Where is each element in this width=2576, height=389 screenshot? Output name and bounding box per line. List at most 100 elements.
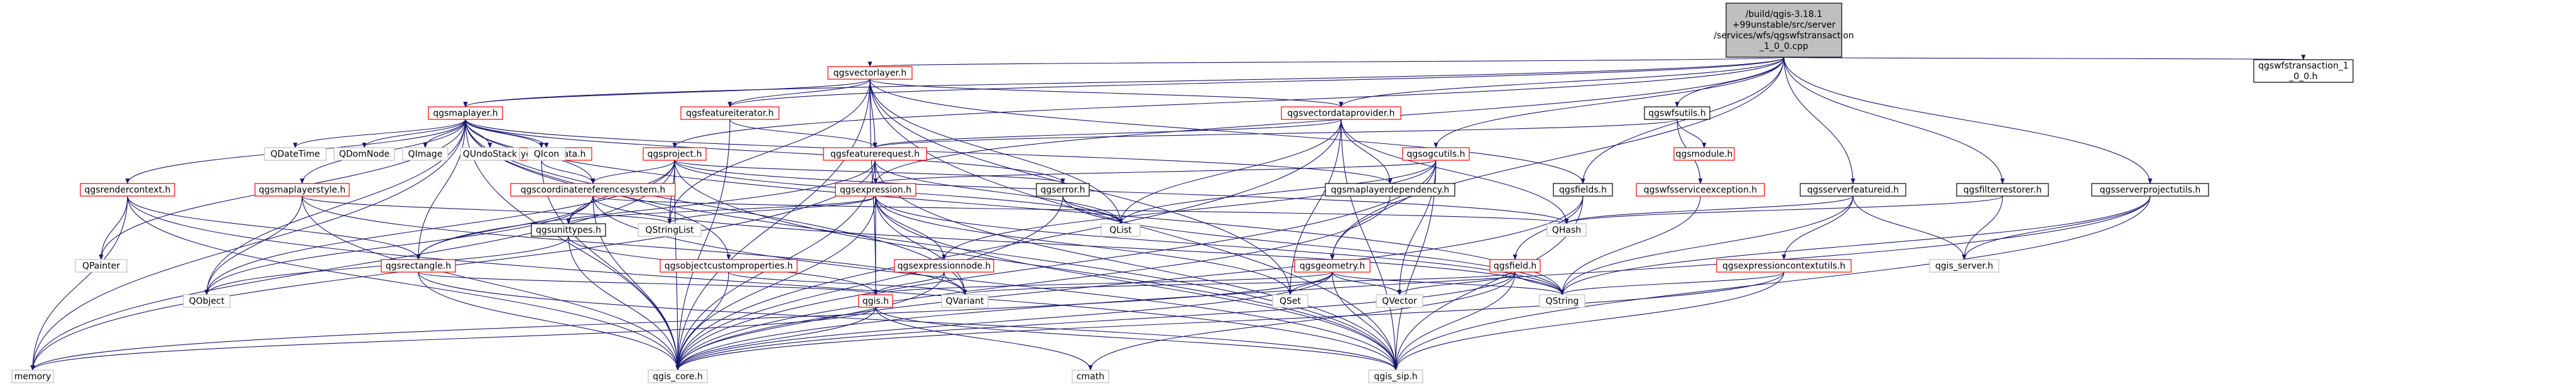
node-label: qgsfeatureiterator.h <box>686 109 774 119</box>
edge-root-to-qgsexpression <box>873 57 1785 184</box>
node-qgsproject[interactable]: qgsproject.h <box>643 147 707 161</box>
edge-root-to-qgsmaplayer <box>463 57 1785 107</box>
node-qgsfeaturerequest[interactable]: qgsfeaturerequest.h <box>823 147 927 161</box>
node-QSet[interactable]: QSet <box>1272 294 1308 308</box>
node-qgswfsutils[interactable]: qgswfsutils.h <box>1644 106 1710 120</box>
node-label: QVariant <box>946 297 984 307</box>
edge-qgsvectordataprovider-to-qgsfeaturerequest <box>872 119 1342 148</box>
node-QVariant[interactable]: QVariant <box>941 294 989 308</box>
node-qgsmaplayer[interactable]: qgsmaplayer.h <box>428 106 503 120</box>
node-qgis_server[interactable]: qgis_server.h <box>1929 259 1999 273</box>
edge-root-to-qgsfeatureiterator <box>727 57 1785 107</box>
node-label: QImage <box>408 150 443 160</box>
edge-qgsserverprojectutils-to-qgis_sip <box>1393 195 2151 371</box>
edge-root-to-qgsvectorlayer <box>869 57 1785 67</box>
node-qgsfield[interactable]: qgsfield.h <box>1489 259 1541 273</box>
node-qgsogcutils[interactable]: qgsogcutils.h <box>1402 147 1470 161</box>
edge-qgswfsutils-to-qgsfeaturerequest <box>872 119 1678 148</box>
node-label: QList <box>1109 226 1132 236</box>
node-qgsmaplayerdependency[interactable]: qgsmaplayerdependency.h <box>1325 183 1455 197</box>
node-qgsexpressionnode[interactable]: qgsexpressionnode.h <box>894 259 994 273</box>
node-qgsfields[interactable]: qgsfields.h <box>1553 183 1613 197</box>
node-label: _1_0_0.cpp <box>1759 41 1808 52</box>
node-QString[interactable]: QString <box>1539 294 1585 308</box>
node-QList[interactable]: QList <box>1101 223 1141 237</box>
node-label: qgsrendercontext.h <box>84 185 170 195</box>
node-qgis_sip[interactable]: qgis_sip.h <box>1368 370 1423 383</box>
node-qgserror[interactable]: qgserror.h <box>1036 183 1090 197</box>
edge-qgsfield-to-QVector <box>1397 271 1516 295</box>
node-cmath[interactable]: cmath <box>1072 370 1109 383</box>
edge-qgsfield-to-qgis_sip <box>1393 271 1516 371</box>
node-QImage[interactable]: QImage <box>402 147 448 161</box>
node-qgsfeatureiterator[interactable]: qgsfeatureiterator.h <box>680 106 780 120</box>
edge-qgsmaplayer-to-qgsrectangle <box>416 119 466 260</box>
node-label: qgsfields.h <box>1559 185 1607 195</box>
node-qgsfilterrestorer[interactable]: qgsfilterrestorer.h <box>1956 183 2049 197</box>
node-qgsserverfeatureid[interactable]: qgsserverfeatureid.h <box>1800 183 1906 197</box>
edge-qgscoordinatereferencesystem-to-QObject <box>204 195 594 295</box>
edge-qgserror-to-QList <box>1062 195 1123 224</box>
node-label: qgis_core.h <box>653 372 703 382</box>
node-qgsserverprojectutils[interactable]: qgsserverprojectutils.h <box>2091 183 2209 197</box>
node-qgsvectordataprovider[interactable]: qgsvectordataprovider.h <box>1281 106 1401 120</box>
edge-qgsserverprojectutils-to-qgis_core <box>675 195 2151 371</box>
node-label: qgsexpressioncontextutils.h <box>1722 261 1845 271</box>
node-QStringList[interactable]: QStringList <box>638 223 702 237</box>
node-label: qgsproject.h <box>648 150 702 160</box>
node-QDomNode[interactable]: QDomNode <box>334 147 395 161</box>
node-QObject[interactable]: QObject <box>183 294 231 308</box>
edge-qgsmaplayer-to-qgis_core <box>465 119 680 371</box>
edge-root-to-qgswfsutils <box>1675 57 1785 107</box>
node-qgscoordinatereferencesystem[interactable]: qgscoordinatereferencesystem.h <box>510 183 676 197</box>
edge-qgsogcutils-to-qgsexpression <box>873 160 1437 184</box>
edge-qgsfeaturerequest-to-qgis_sip <box>874 160 1398 371</box>
node-label: qgswfstransaction_1 <box>2258 61 2349 71</box>
edge-qgsexpressionnode-to-qgis <box>873 271 945 295</box>
node-qgsrectangle[interactable]: qgsrectangle.h <box>381 259 456 273</box>
node-qgsexpressioncontextutils[interactable]: qgsexpressioncontextutils.h <box>1716 259 1852 273</box>
edge-qgsserverfeatureid-to-QHash <box>1564 195 1854 224</box>
edge-qgsexpressionnode-to-QVariant <box>943 271 967 295</box>
edge-qgsmaplayer-to-qgsmaplayerdependency <box>465 119 1393 184</box>
node-QUndoStack[interactable]: QUndoStack <box>460 147 520 161</box>
node-qgsmodule[interactable]: qgsmodule.h <box>1673 147 1735 161</box>
node-qgsobjectcustomproperties[interactable]: qgsobjectcustomproperties.h <box>660 259 798 273</box>
edge-qgsfeaturerequest-to-QList <box>874 160 1123 224</box>
node-qgswfsserviceexception[interactable]: qgswfsserviceexception.h <box>1636 183 1765 197</box>
edge-qgsexpression-to-QSet <box>875 195 1293 295</box>
edge-root-to-qgsserverfeatureid <box>1783 57 1856 184</box>
node-qgsrendercontext[interactable]: qgsrendercontext.h <box>80 183 175 197</box>
node-qgswfstransaction[interactable]: qgswfstransaction_1_0_0.h <box>2253 59 2354 83</box>
edge-qgsgeometry-to-QSet <box>1288 271 1333 295</box>
node-QIcon[interactable]: QIcon <box>527 147 566 161</box>
edge-qgsogcutils-to-qgsgeometry <box>1330 160 1437 260</box>
node-qgis_core[interactable]: qgis_core.h <box>648 370 708 383</box>
node-qgsunittypes[interactable]: qgsunittypes.h <box>531 223 606 237</box>
node-label: +99unstable/src/server <box>1732 20 1835 30</box>
node-label: qgis_sip.h <box>1374 372 1417 382</box>
edge-qgsmaplayer-to-qgslayermetadata <box>465 119 544 148</box>
node-label: QDateTime <box>271 150 320 160</box>
edge-root-to-qgsfields <box>1580 57 1785 184</box>
node-qgsgeometry[interactable]: qgsgeometry.h <box>1294 259 1371 273</box>
node-qgsvectorlayer[interactable]: qgsvectorlayer.h <box>827 66 913 80</box>
node-root[interactable]: /build/qgis-3.18.1+99unstable/src/server… <box>1714 3 1854 58</box>
node-qgis[interactable]: qgis.h <box>858 294 893 308</box>
node-qgsexpression[interactable]: qgsexpression.h <box>835 183 916 197</box>
edge-qgswfsserviceexception-to-QString <box>1560 195 1701 295</box>
node-label: qgis.h <box>862 297 889 307</box>
edge-qgsgeometry-to-qgis_core <box>675 271 1333 371</box>
node-label: qgsexpression.h <box>840 185 911 195</box>
node-QVector[interactable]: QVector <box>1376 294 1423 308</box>
node-memory[interactable]: memory <box>11 370 54 383</box>
node-QDateTime[interactable]: QDateTime <box>264 147 327 161</box>
node-QHash[interactable]: QHash <box>1546 223 1587 237</box>
node-qgsmaplayerstyle[interactable]: qgsmaplayerstyle.h <box>254 183 350 197</box>
edge-qgsmaplayer-to-QDateTime <box>293 119 466 148</box>
edge-qgsexpressioncontextutils-to-QString <box>1560 271 1785 295</box>
node-label: /build/qgis-3.18.1 <box>1746 9 1822 19</box>
edge-qgsogcutils-to-QVector <box>1397 160 1437 295</box>
edge-qgsogcutils-to-QList <box>1118 160 1437 224</box>
node-QPainter[interactable]: QPainter <box>75 259 128 273</box>
